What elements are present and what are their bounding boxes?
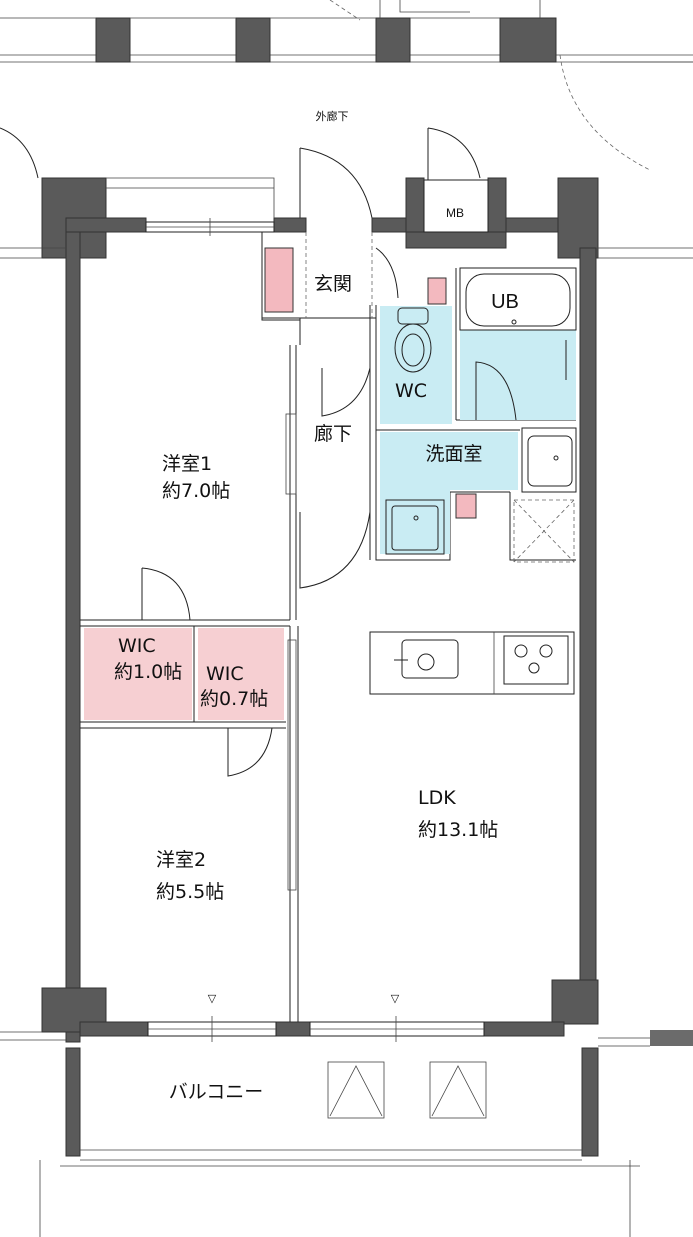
outer-corridor-label: 外廊下 xyxy=(316,109,349,123)
room2-name: 洋室2 xyxy=(156,849,206,871)
meter-box-label: MB xyxy=(446,206,464,220)
room-fills xyxy=(84,247,576,720)
bath-area xyxy=(460,330,576,420)
hallway-label: 廊下 xyxy=(314,423,352,445)
toilet xyxy=(394,307,432,373)
pipe-space-2 xyxy=(455,493,477,519)
pipe-space-1 xyxy=(427,277,447,305)
exterior-walls xyxy=(41,177,693,1157)
sliding-door-marks xyxy=(285,232,373,891)
wic1-area xyxy=(84,628,192,720)
wash-basin xyxy=(521,427,577,493)
interior-doors xyxy=(141,247,399,777)
top-windows xyxy=(145,218,275,236)
bathtub xyxy=(459,267,577,421)
top-door-swings xyxy=(0,127,481,219)
entrance-label: 玄関 xyxy=(314,273,352,295)
wic1-size: 約1.0帖 xyxy=(114,661,182,683)
room2-size: 約5.5帖 xyxy=(156,881,224,903)
balcony-label: バルコニー xyxy=(169,1081,264,1103)
meter-box xyxy=(423,179,489,233)
outline-lines xyxy=(0,177,693,1237)
room1-name: 洋室1 xyxy=(162,453,212,475)
fridge-space xyxy=(513,499,575,563)
kitchen-counter xyxy=(369,631,575,695)
window-marker-ldk: ▽ xyxy=(391,992,400,1005)
wic2-area xyxy=(198,628,284,720)
wic2-size: 約0.7帖 xyxy=(200,688,268,710)
entrance-shoe-cabinet xyxy=(264,247,294,313)
wic1-name: WIC xyxy=(118,635,156,657)
outer-corridor-structure xyxy=(0,0,693,171)
washroom-label: 洗面室 xyxy=(425,443,482,465)
bath-label: UB xyxy=(491,291,519,313)
window-marker-room2: ▽ xyxy=(208,992,217,1005)
room1-size: 約7.0帖 xyxy=(162,480,230,502)
bottom-windows xyxy=(147,1016,485,1042)
ldk-name: LDK xyxy=(418,787,456,809)
balcony-ac-units xyxy=(327,1061,487,1119)
wc-label: WC xyxy=(395,380,427,402)
washroom-area xyxy=(380,432,518,490)
wic2-name: WIC xyxy=(206,663,244,685)
washing-machine-pan xyxy=(385,499,445,555)
ldk-size: 約13.1帖 xyxy=(418,819,498,841)
